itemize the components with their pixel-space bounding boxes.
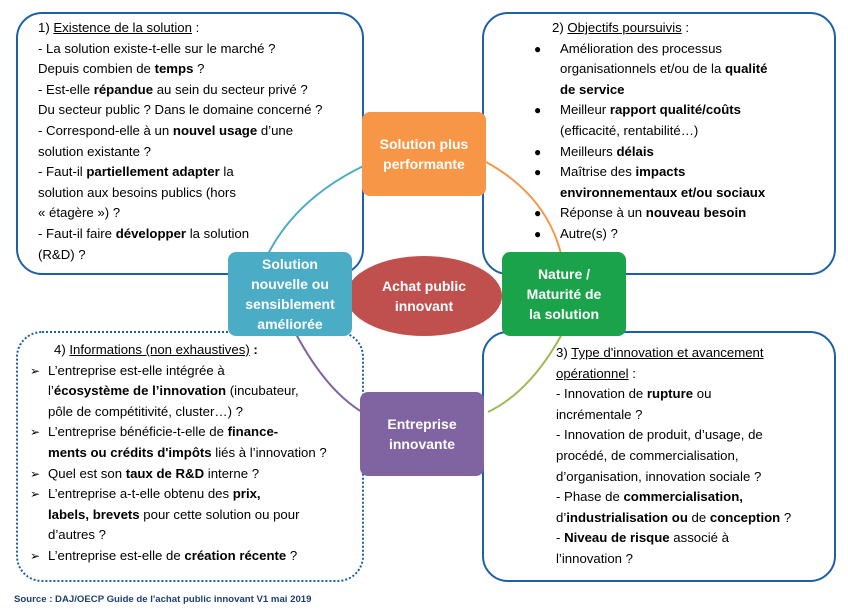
box-type-innovation (482, 331, 836, 582)
box4-list-item: ➢ Quel est son taux de R&D interne ? (30, 464, 362, 485)
arrow-bullet-icon: ➢ (30, 363, 41, 378)
arc-bottom-right (487, 333, 563, 413)
box1-line: - La solution existe-t-elle sur le march… (38, 40, 276, 56)
box4-list-item: ➢ L’entreprise est-elle de création récen… (30, 546, 362, 567)
arc-top-left (265, 161, 373, 259)
box3-line: procédé, de commercialisation, (556, 447, 739, 463)
box1-line: - Est-elle répandue au sein du secteur p… (38, 81, 308, 97)
box4-item-line: Quel est son taux de R&D interne ? (48, 465, 260, 481)
box-existence-solution (16, 12, 364, 275)
arrow-bullet-icon: ➢ (30, 487, 41, 502)
box4-item-line: L’entreprise est-elle intégrée à (48, 362, 225, 378)
box2-item-line: Meilleurs délais (560, 143, 654, 159)
box2-list-item: ● Maîtrise des impacts environnementaux et… (528, 162, 828, 203)
box1-line: solution existante ? (38, 143, 151, 159)
box4-item-line: pôle de compétitivité, cluster…) ? (48, 403, 243, 419)
box2-item-line: Meilleur rapport qualité/coûts (560, 102, 741, 118)
bullet-icon: ● (534, 103, 542, 118)
box3-line: - Niveau de risque associé à (556, 530, 729, 546)
box4-list-item: ➢ L’entreprise est-elle intégrée à l’écosy… (30, 361, 362, 423)
box2-item-line: environnementaux et/ou sociaux (560, 184, 766, 200)
box1-text: 1) Existence de la solution : - La solut… (38, 18, 360, 265)
box1-heading: 1) Existence de la solution : (38, 20, 200, 35)
box-objectifs-poursuivis (482, 12, 836, 275)
box3-line: - Phase de commercialisation, (556, 489, 743, 505)
box2-text: 2) Objectifs poursuivis : ● Amélioration … (528, 18, 828, 245)
box4-item-line: L’entreprise bénéficie-t-elle de finance… (48, 424, 279, 440)
box1-line: - Faut-il partiellement adapter la (38, 164, 234, 180)
box1-line: (R&D) ? (38, 246, 86, 262)
source-caption: Source : DAJ/OECP Guide de l'achat publi… (14, 594, 312, 605)
box4-item-line: d’autres ? (48, 527, 106, 543)
box1-line: solution aux besoins publics (hors (38, 184, 236, 200)
box3-heading: 3) Type d'innovation et avancement (556, 345, 764, 360)
box3-heading-line2: opérationnel : (556, 365, 636, 381)
box2-list-item: ● Meilleurs délais (528, 142, 828, 163)
arrow-bullet-icon: ➢ (30, 548, 41, 563)
box2-list-item: ● Amélioration des processus organisationn… (528, 39, 828, 101)
arc-top-right (485, 161, 563, 259)
box2-item-line: (efficacité, rentabilité…) (560, 122, 699, 138)
box3-line: d’organisation, innovation sociale ? (556, 468, 762, 484)
box2-item-line: Maîtrise des impacts (560, 164, 686, 180)
arc-bottom-left (295, 333, 363, 413)
box2-list-item: ● Réponse à un nouveau besoin (528, 203, 828, 224)
box-informations (16, 331, 364, 582)
arrow-bullet-icon: ➢ (30, 466, 41, 481)
box2-item-line: organisationnels et/ou de la qualité (560, 61, 768, 77)
box2-list-item: ● Autre(s) ? (528, 224, 828, 245)
box1-line: Depuis combien de temps ? (38, 61, 205, 77)
box4-item-line: labels, brevets pour cette solution ou p… (48, 506, 300, 522)
box3-line: d’industrialisation ou de conception ? (556, 509, 792, 525)
box4-list-item: ➢ L’entreprise a-t-elle obtenu des prix, l… (30, 484, 362, 546)
box2-item-line: Autre(s) ? (560, 225, 618, 241)
bullet-icon: ● (534, 165, 542, 180)
arrow-bullet-icon: ➢ (30, 425, 41, 440)
box3-line: - Innovation de rupture ou (556, 386, 712, 402)
box4-text: 4) Informations (non exhaustives) : ➢ L’e… (30, 340, 362, 567)
box4-item-line: l’écosystème de l’innovation (incubateur… (48, 383, 299, 399)
box2-heading: 2) Objectifs poursuivis : (552, 20, 690, 35)
box4-heading: 4) Informations (non exhaustives) : (54, 342, 258, 357)
box1-line: - Correspond-elle à un nouvel usage d’un… (38, 122, 294, 138)
box3-line: incrémentale ? (556, 406, 643, 422)
bullet-icon: ● (534, 41, 542, 56)
box4-item-line: ments ou crédits d'impôts liés à l’innov… (48, 444, 327, 460)
box4-list-item: ➢ L’entreprise bénéficie-t-elle de financ… (30, 422, 362, 463)
box3-text: 3) Type d'innovation et avancement opéra… (556, 343, 834, 570)
box2-list-item: ● Meilleur rapport qualité/coûts (efficaci… (528, 100, 828, 141)
box2-item-line: de service (560, 81, 625, 97)
bullet-icon: ● (534, 206, 542, 221)
box3-line: - Innovation de produit, d’usage, de (556, 427, 763, 443)
box2-item-line: Amélioration des processus (560, 40, 722, 56)
box2-item-line: Réponse à un nouveau besoin (560, 205, 747, 221)
box1-line: Du secteur public ? Dans le domaine conc… (38, 102, 323, 118)
box1-line: - Faut-il faire développer la solution (38, 225, 250, 241)
bullet-icon: ● (534, 226, 542, 241)
box4-item-line: L’entreprise est-elle de création récent… (48, 547, 298, 563)
box3-line: l’innovation ? (556, 550, 633, 566)
box4-item-line: L’entreprise a-t-elle obtenu des prix, (48, 486, 261, 502)
box1-line: « étagère ») ? (38, 205, 121, 221)
bullet-icon: ● (534, 144, 542, 159)
